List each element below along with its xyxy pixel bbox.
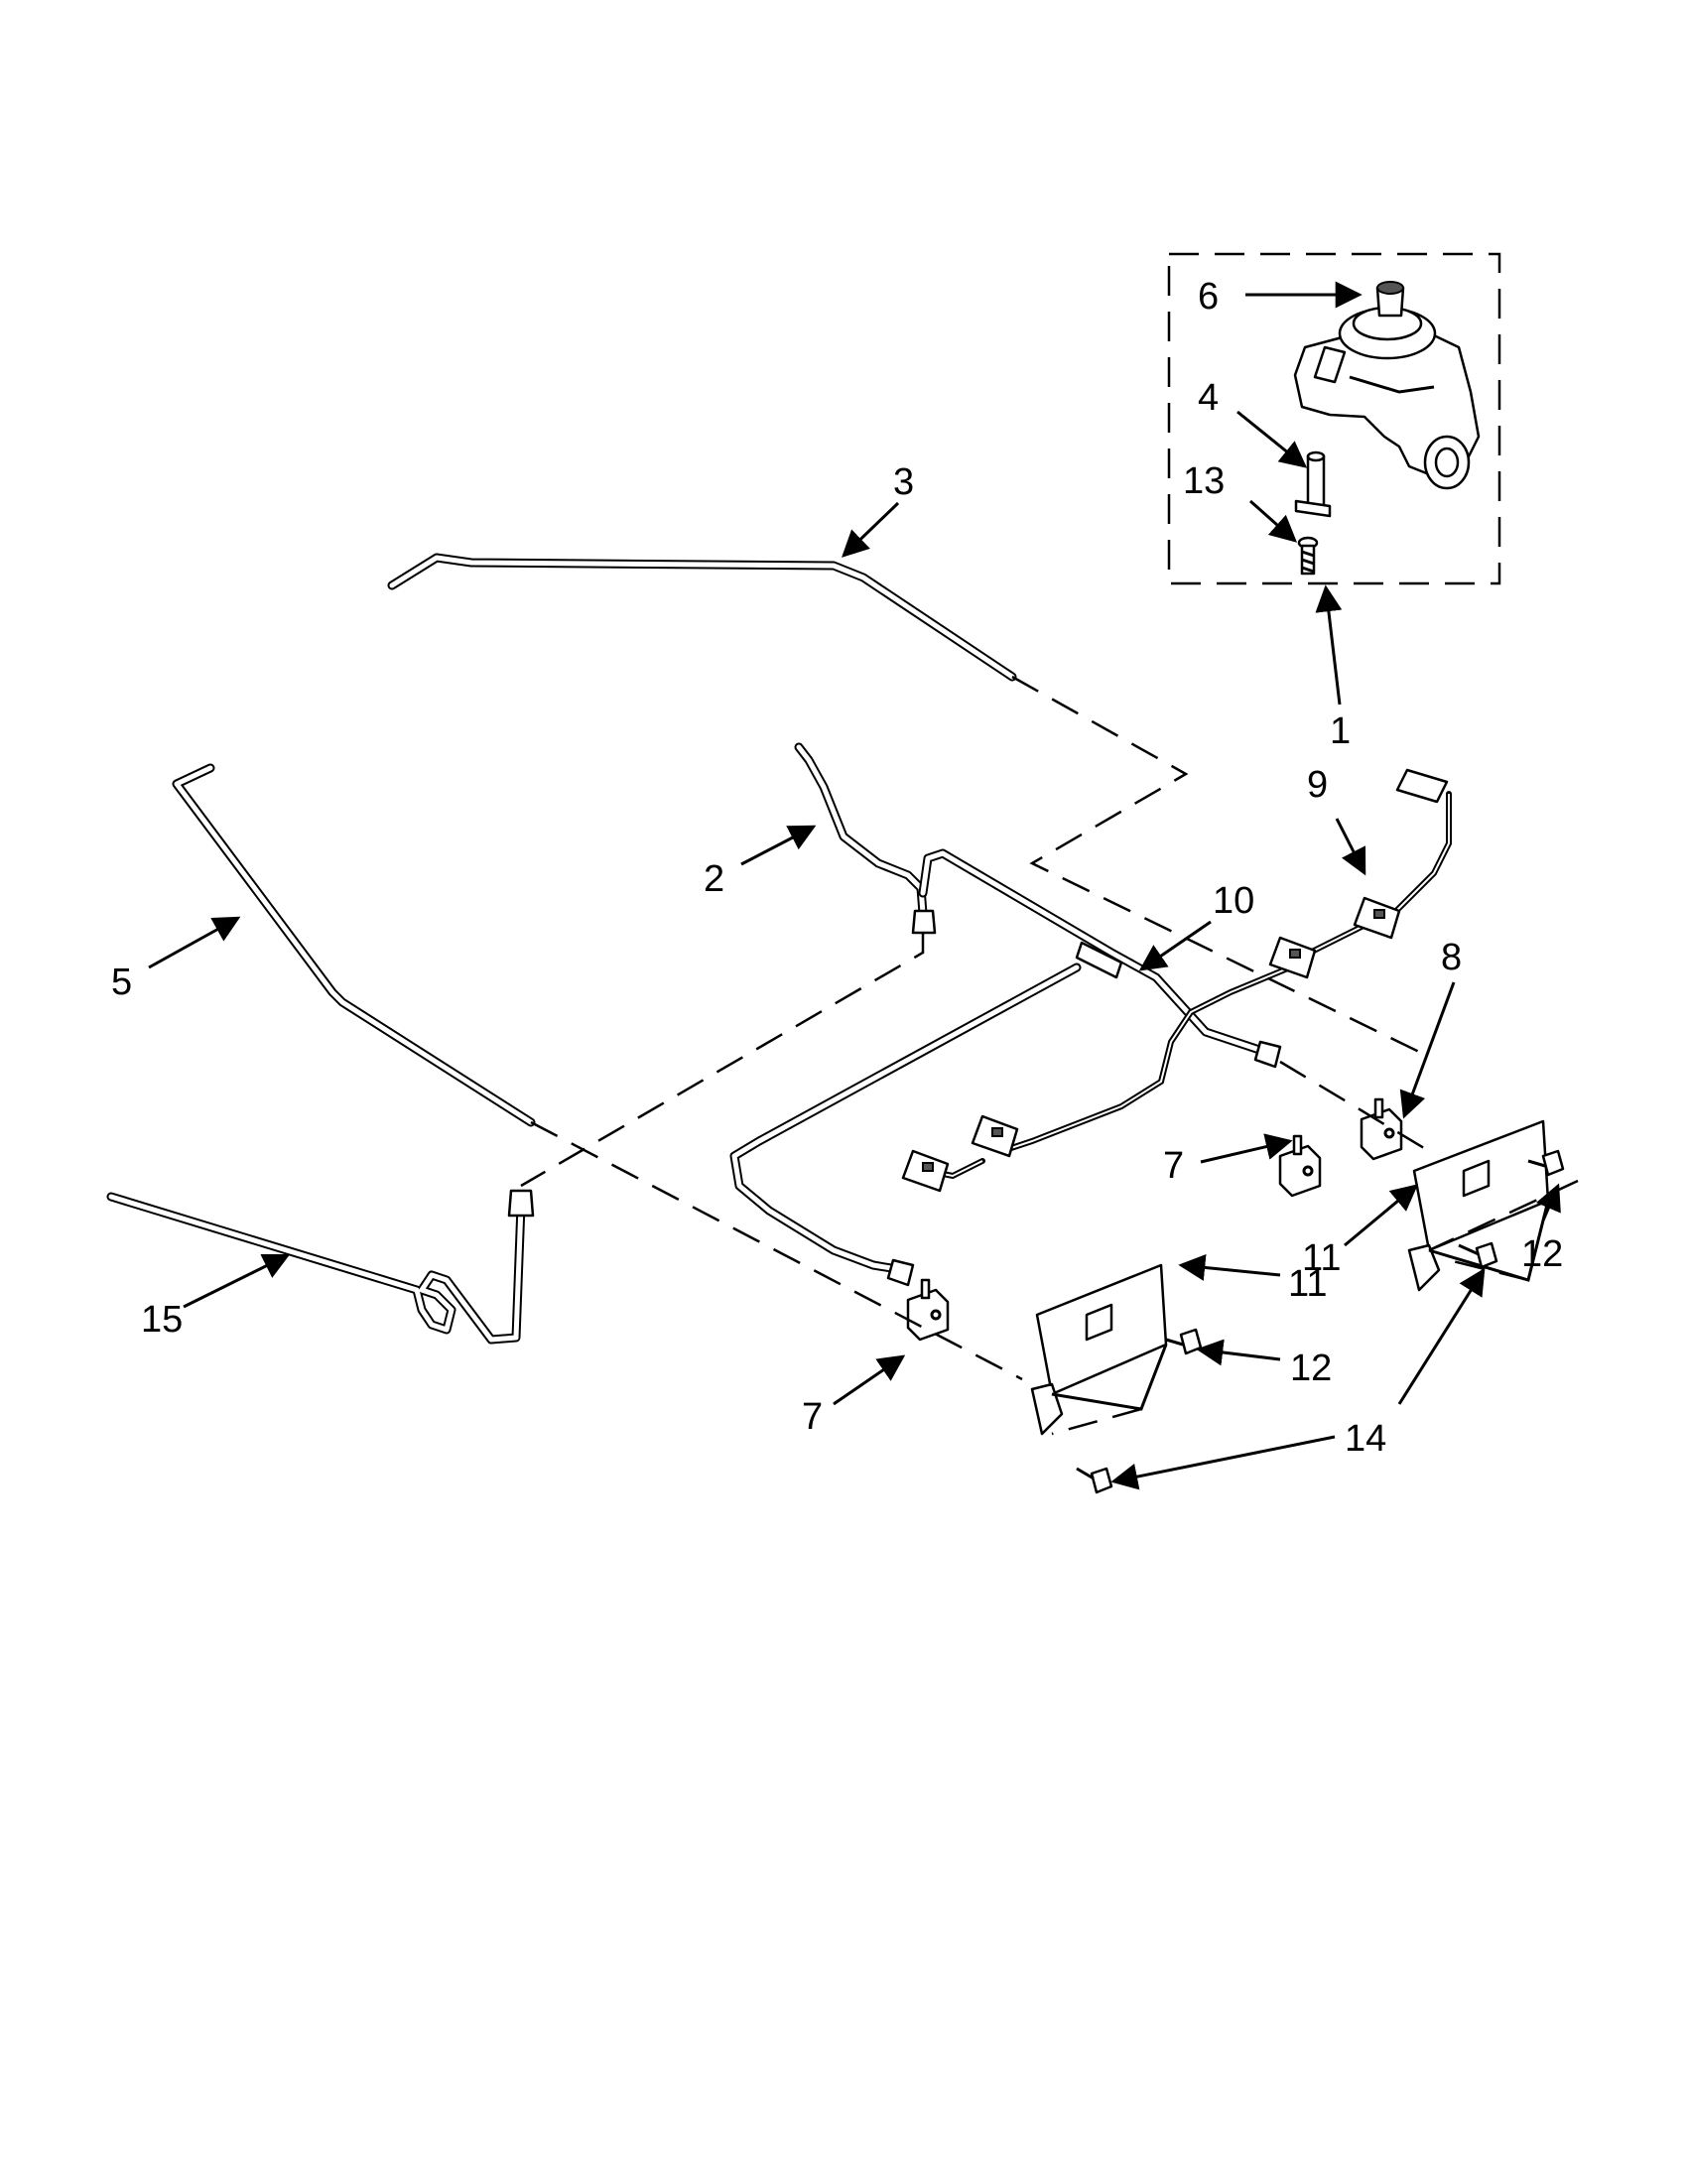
tube-3 xyxy=(387,553,1017,682)
callout-13: 13 xyxy=(1183,460,1225,502)
callout-4: 4 xyxy=(1198,377,1219,419)
screw-14-lower xyxy=(1076,1467,1113,1494)
callout-8: 8 xyxy=(1441,937,1462,978)
callout-7-lower: 7 xyxy=(802,1396,823,1438)
tube-5 xyxy=(172,763,536,1127)
callout-6: 6 xyxy=(1198,276,1219,318)
callout-12-lower: 12 xyxy=(1290,1348,1332,1389)
bracket-lower xyxy=(1030,1263,1168,1436)
callout-12-upper: 12 xyxy=(1521,1233,1563,1275)
callout-14: 14 xyxy=(1345,1418,1386,1460)
orifice-stem xyxy=(1294,450,1332,518)
callout-2: 2 xyxy=(704,858,724,900)
screw-12-lower xyxy=(1165,1328,1203,1355)
leader-arrows xyxy=(148,281,1561,1490)
callout-7-upper: 7 xyxy=(1163,1145,1184,1187)
igniter-switch-7-lower xyxy=(906,1278,950,1342)
callout-11-upper: 11 xyxy=(1302,1237,1341,1279)
screw-14-upper xyxy=(1458,1241,1498,1269)
callout-10: 10 xyxy=(1213,880,1254,922)
cap-nut xyxy=(1375,281,1405,318)
callout-9: 9 xyxy=(1307,764,1328,806)
igniter-switch-7-upper xyxy=(1278,1134,1322,1198)
valve-assembly-inset-box xyxy=(1167,252,1501,585)
wire-harness xyxy=(901,768,1452,1193)
screw-12-upper xyxy=(1527,1149,1565,1177)
assembly-dashed-lines xyxy=(520,675,1579,1436)
callout-11-lower: 11 xyxy=(1288,1263,1327,1305)
igniter-switch-8 xyxy=(1360,1097,1403,1161)
screw-13 xyxy=(1297,536,1319,576)
callout-3: 3 xyxy=(893,461,914,503)
manifold-tubes xyxy=(729,848,1282,1287)
callout-1: 1 xyxy=(1330,710,1351,752)
tube-15 xyxy=(106,1189,535,1345)
callout-15: 15 xyxy=(141,1299,183,1341)
callout-5: 5 xyxy=(111,962,132,1003)
valve-body xyxy=(1293,306,1481,490)
tube-2 xyxy=(794,742,937,935)
